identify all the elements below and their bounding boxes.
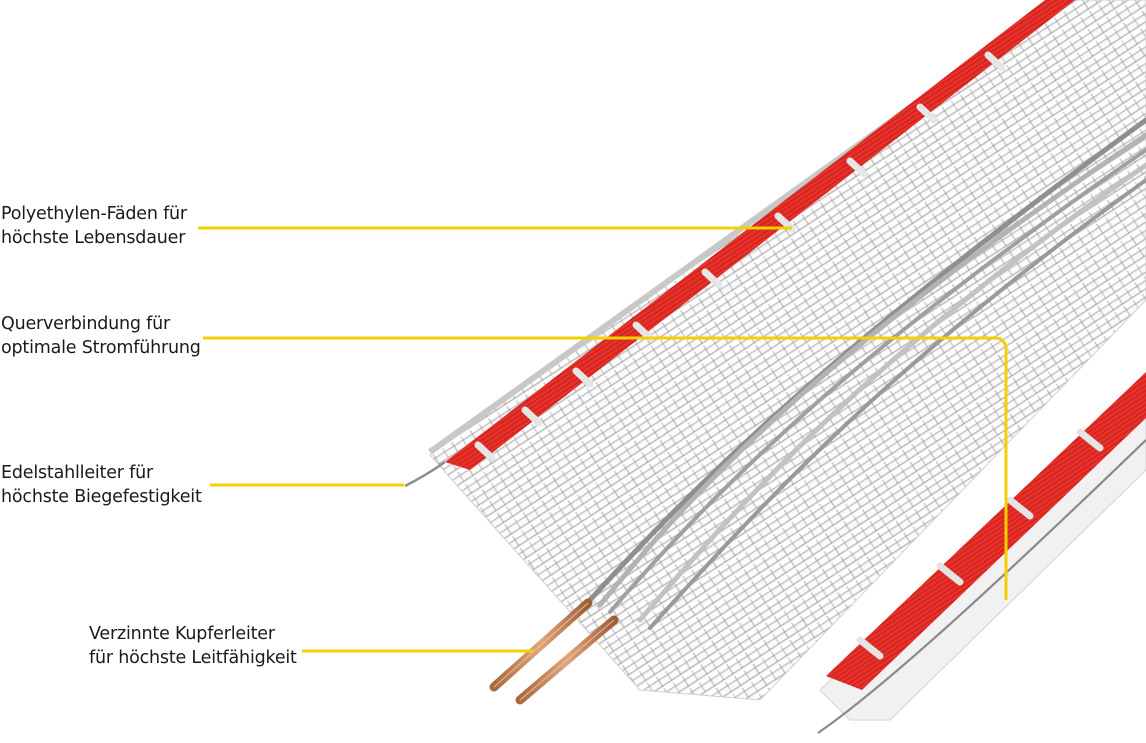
- callout-stainless-steel-label: Edelstahlleiter für höchste Biegefestigk…: [1, 461, 202, 509]
- callout-line: Verzinnte Kupferleiter: [89, 624, 275, 644]
- callout-line: Polyethylen-Fäden für: [1, 204, 187, 224]
- callout-tinned-copper-label: Verzinnte Kupferleiter für höchste Leitf…: [89, 622, 297, 670]
- callout-polyethylene-label: Polyethylen-Fäden für höchste Lebensdaue…: [1, 202, 187, 250]
- callout-line: höchste Biegefestigkeit: [1, 487, 202, 507]
- leader-line-cross-connection: [203, 336, 1008, 600]
- lower-tape-edge: [817, 372, 1146, 734]
- callout-line: optimale Stromführung: [1, 338, 201, 358]
- callout-line: Edelstahlleiter für: [1, 463, 153, 483]
- copper-conductors: [489, 598, 619, 705]
- callout-cross-connection-label: Querverbindung für optimale Stromführung: [1, 312, 201, 360]
- callout-line: für höchste Leitfähigkeit: [89, 648, 297, 668]
- callout-line: Querverbindung für: [1, 314, 171, 334]
- callout-line: höchste Lebensdauer: [1, 228, 186, 248]
- leader-lines: [198, 226, 1008, 653]
- upper-tape: [404, 0, 1146, 701]
- braided-conductors: [587, 117, 1146, 630]
